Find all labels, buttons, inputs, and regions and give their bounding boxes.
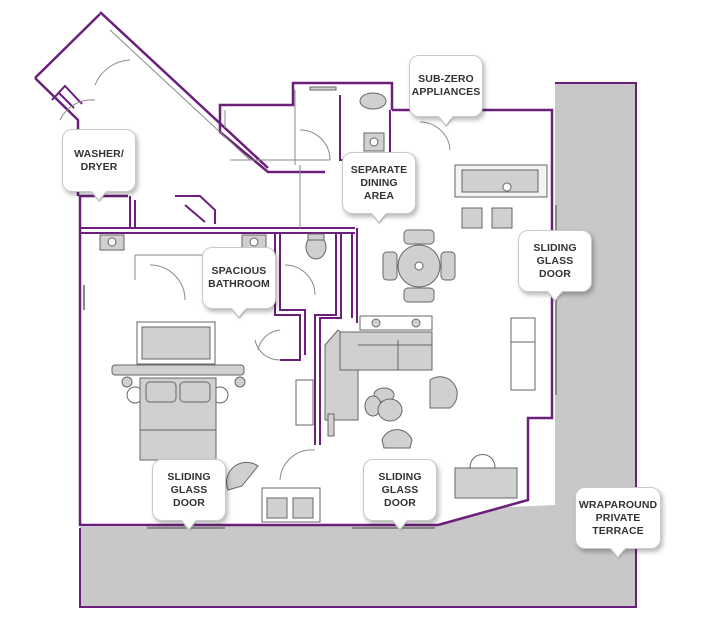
sliding-door-living-label: SLIDING GLASS DOOR (378, 470, 422, 509)
interior-walls (51, 84, 391, 445)
dining-label: SEPARATE DINING AREA (350, 163, 408, 202)
bedroom (111, 321, 321, 523)
sliding-door-right-label: SLIDING GLASS DOOR (533, 241, 577, 280)
terrace-label: WRAPAROUND PRIVATE TERRACE (578, 498, 658, 537)
sub-zero-label: SUB-ZERO APPLIANCES (411, 73, 481, 98)
sliding-door-living-callout: SLIDING GLASS DOOR (363, 459, 437, 531)
dining-table (382, 229, 456, 303)
sliding-door-bedroom-callout: SLIDING GLASS DOOR (152, 459, 226, 531)
bathroom-label: SPACIOUS BATHROOM (208, 265, 270, 290)
sliding-door-bedroom-label: SLIDING GLASS DOOR (167, 470, 211, 509)
terrace (79, 82, 637, 608)
dining-callout: SEPARATE DINING AREA (342, 152, 416, 224)
washer-dryer-callout: WASHER/ DRYER (62, 129, 136, 202)
bathroom-callout: SPACIOUS BATHROOM (202, 247, 276, 319)
sliding-door-right-callout: SLIDING GLASS DOOR (518, 230, 592, 302)
living-room (295, 315, 518, 499)
washer-dryer-label: WASHER/ DRYER (74, 147, 124, 173)
sub-zero-callout: SUB-ZERO APPLIANCES (409, 55, 483, 127)
terrace-callout: WRAPAROUND PRIVATE TERRACE (575, 487, 661, 559)
